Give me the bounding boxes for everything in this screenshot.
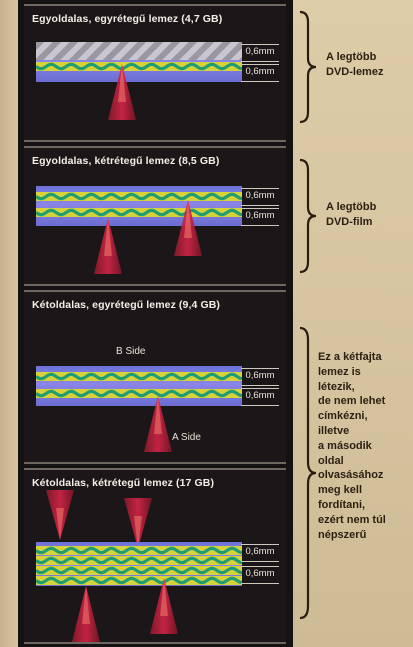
thickness-label: 0,6mm [245,66,275,77]
thickness-bracket [241,44,279,62]
bracket-brace [298,158,318,279]
panel-single-sided-single-layer: Egyoldalas, egyrétegű lemez (4,7 GB) 0,6… [24,4,286,142]
data-layer [36,372,242,381]
disc-cross-section [36,186,242,226]
thickness-label: 0,6mm [245,568,275,579]
laser-beam [172,200,204,261]
note-most-dvd-films: A legtöbb DVD-film [326,200,376,230]
laser-beam [92,218,124,279]
laser-beam-top [122,498,154,553]
note-line: címkézni, [318,410,368,423]
panel-title: Egyoldalas, egyrétegű lemez (4,7 GB) [32,13,223,25]
note-line: lemez is [318,365,361,378]
laser-beam-bottom [148,578,180,639]
note-double-sided-explanation: Ez a kétfajta lemez is létezik, de nem l… [318,350,386,542]
laser-beam-bottom [70,586,102,647]
data-layer [36,576,242,585]
note-line: illetve [318,424,350,437]
page-edge [0,0,18,647]
note-line: létezik, [318,380,355,393]
note-line: a második [318,439,372,452]
panel-title: Kétoldalas, egyrétegű lemez (9,4 GB) [32,299,220,311]
panel-double-sided-dual-layer: Kétoldalas, kétrétegű lemez (17 GB) 0,6m… [24,468,286,644]
note-line: népszerű [318,528,367,541]
thickness-bracket [241,566,279,584]
thickness-bracket [241,208,279,226]
thickness-label: 0,6mm [245,190,275,201]
thickness-bracket [241,188,279,206]
panel-title: Kétoldalas, kétrétegű lemez (17 GB) [32,477,215,489]
note-line: A legtöbb [326,51,377,63]
disc-cross-section [36,366,242,406]
thickness-label: 0,6mm [245,546,275,557]
disc-cross-section [36,542,242,586]
data-layer [36,556,242,565]
disc-cross-section [36,42,242,82]
note-line: Ez a kétfajta [318,351,382,363]
note-line: meg kell [318,484,363,497]
thickness-bracket [241,64,279,82]
note-most-dvd-discs: A legtöbb DVD-lemez [326,50,383,80]
note-line: ezért nem túl [318,513,386,526]
data-layer [36,62,242,71]
panel-title: Egyoldalas, kétrétegű lemez (8,5 GB) [32,155,220,167]
panel-double-sided-single-layer: Kétoldalas, egyrétegű lemez (9,4 GB) B S… [24,290,286,464]
thickness-label: 0,6mm [245,46,275,57]
side-b-label: B Side [116,346,146,357]
thickness-bracket [241,544,279,562]
label-surface [36,42,242,60]
panel-single-sided-dual-layer: Egyoldalas, kétrétegű lemez (8,5 GB) 0,6… [24,146,286,286]
data-layer [36,546,242,555]
laser-beam [142,396,174,457]
data-layer [36,389,242,398]
thickness-label: 0,6mm [245,390,275,401]
data-layer [36,566,242,575]
note-line: A legtöbb [326,201,377,213]
thickness-label: 0,6mm [245,370,275,381]
side-a-label: A Side [172,432,201,443]
bracket-brace [298,326,318,625]
thickness-bracket [241,388,279,406]
note-line: oldal [318,454,344,467]
note-line: olvasásához [318,469,384,482]
laser-beam [106,64,138,125]
note-line: DVD-lemez [326,66,384,78]
thickness-label: 0,6mm [245,210,275,221]
laser-beam-top [44,490,76,545]
note-line: DVD-film [326,216,373,228]
thickness-bracket [241,368,279,386]
note-line: de nem lehet [318,395,386,408]
bracket-brace [298,10,318,129]
data-layer [36,208,242,217]
note-line: fordítani, [318,498,366,511]
data-layer [36,192,242,201]
